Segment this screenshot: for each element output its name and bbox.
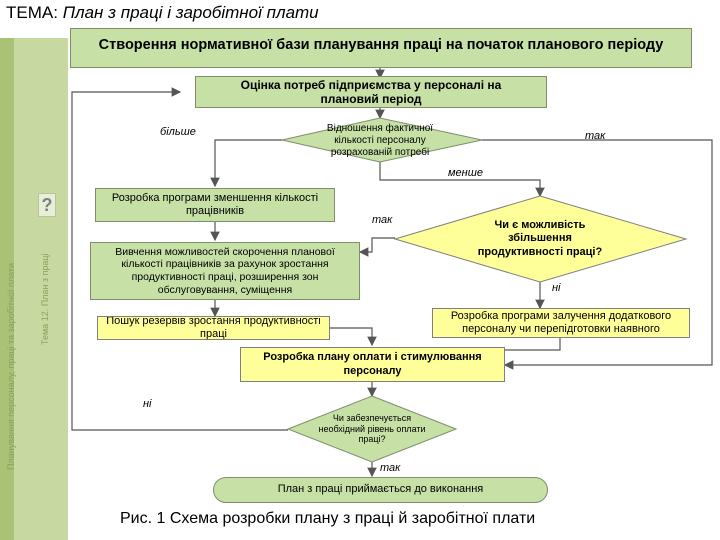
start-box-label: Створення нормативної бази планування пр… <box>98 37 664 53</box>
edge-label-yes-productivity: так <box>372 214 393 226</box>
wage-diamond-shape <box>286 395 458 463</box>
reduction-program-box: Розробка програми зменшення кількості пр… <box>95 188 335 222</box>
start-box: Створення нормативної бази планування пр… <box>70 28 692 68</box>
sidebar-stripe <box>0 38 14 540</box>
assess-needs-box: Оцінка потреб підприємства у персоналі н… <box>195 76 547 108</box>
search-reserves-label: Пошук резервів зростання продуктивності … <box>106 316 321 340</box>
study-reduction-label: Вивчення можливостей скорочення планової… <box>115 245 335 296</box>
assess-needs-label: Оцінка потреб підприємства у персоналі н… <box>240 77 502 106</box>
reduction-program-label: Розробка програми зменшення кількості пр… <box>111 191 319 217</box>
final-box: План з праці приймається до виконання <box>213 477 548 503</box>
wage-decision-text: Чи забезпечується необхідний рівень опла… <box>318 410 426 448</box>
attract-program-box: Розробка програми залучення додаткового … <box>432 308 690 338</box>
wage-decision-label: Чи забезпечується необхідний рівень опла… <box>318 412 426 445</box>
search-reserves-box: Пошук резервів зростання продуктивності … <box>97 316 330 340</box>
topic-prefix: ТЕМА: <box>6 3 58 22</box>
final-box-label: План з праці приймається до виконання <box>277 483 484 496</box>
wage-plan-label: Розробка плану оплати і стимулювання пер… <box>263 351 482 377</box>
edge-label-no-productivity: ні <box>552 282 561 294</box>
productivity-decision-label: Чи є можливість збільшення продуктивност… <box>477 219 603 258</box>
question-icon[interactable]: ? <box>38 193 56 217</box>
edge-label-less: менше <box>448 167 483 179</box>
figure-caption: Рис. 1 Схема розробки плану з праці й за… <box>120 510 536 527</box>
topic-title: План з праці і заробітної плати <box>62 3 319 22</box>
edge-label-yes-wage: так <box>380 462 401 474</box>
study-reduction-box: Вивчення можливостей скорочення планової… <box>90 242 360 300</box>
productivity-decision-text: Чи є можливість збільшення продуктивност… <box>470 210 610 268</box>
ratio-diamond-shape <box>281 117 483 163</box>
attract-program-label: Розробка програми залучення додаткового … <box>450 309 672 335</box>
topic-heading: ТЕМА: План з праці і заробітної плати <box>6 3 319 23</box>
ratio-decision-label: Відношення фактичної кількості персоналу… <box>326 123 434 158</box>
edge-label-equal: так <box>585 130 606 142</box>
ratio-decision-text: Відношення фактичної кількості персоналу… <box>312 123 448 158</box>
productivity-diamond-shape <box>393 195 688 283</box>
edge-label-more: більше <box>160 126 196 138</box>
sidebar-panel: Планування персоналу, праці та заробітно… <box>0 38 68 540</box>
edge-label-no-wage: ні <box>143 398 152 410</box>
wage-plan-box: Розробка плану оплати і стимулювання пер… <box>240 347 505 382</box>
